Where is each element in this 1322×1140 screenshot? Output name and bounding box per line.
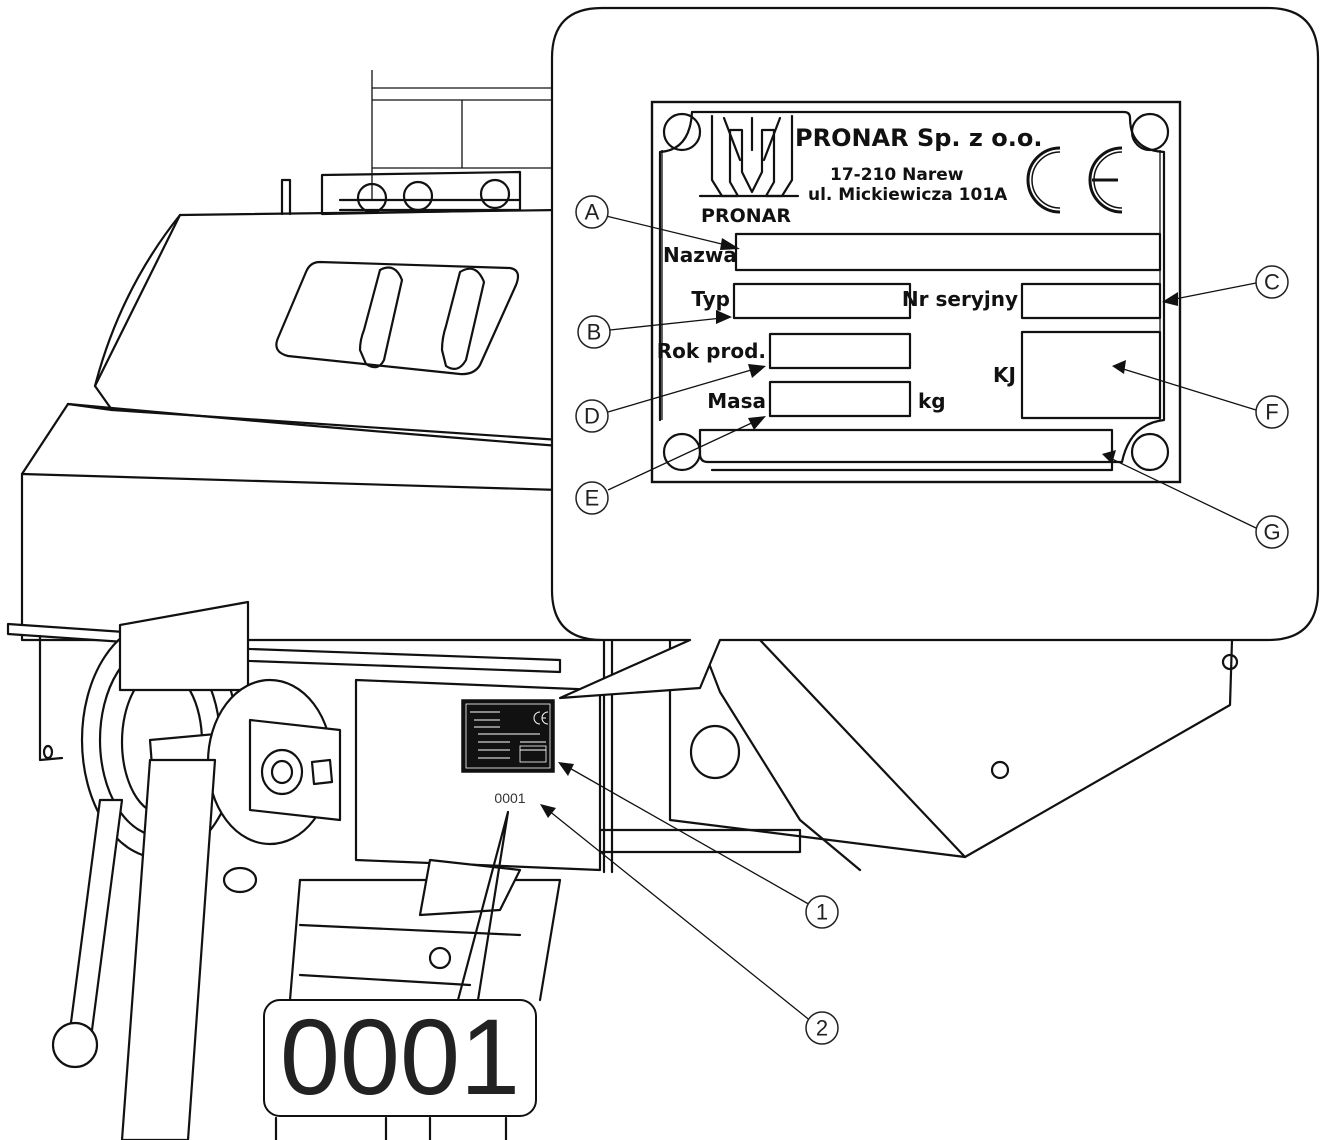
field-label-year: Rok prod.: [657, 339, 766, 363]
callout-marker-g: G: [1255, 515, 1289, 549]
svg-text:E: E: [585, 486, 600, 511]
callout-marker-b: B: [577, 315, 611, 349]
name-field-box: [734, 232, 1162, 272]
field-label-type: Typ: [691, 287, 730, 311]
machine-drawing: [6, 70, 1239, 1140]
leader-lines: [540, 215, 1257, 1023]
nameplate-enlarged: PRONAR PRONAR Sp. z o.o. 17-210 Narew ul…: [650, 100, 1182, 484]
logo-text: PRONAR: [701, 205, 791, 227]
company-street: ul. Mickiewicza 101A: [808, 185, 1008, 205]
svg-text:D: D: [584, 404, 600, 429]
callout-marker-a: A: [575, 195, 609, 229]
callout-marker-f: F: [1255, 395, 1289, 429]
serial-number-large: 0001: [280, 996, 520, 1117]
svg-text:B: B: [587, 320, 602, 345]
callout-marker-2: 2: [805, 1011, 839, 1045]
company-postcode: 17-210 Narew: [830, 165, 964, 185]
serial-sticker-enlarged: 0001: [263, 810, 537, 1117]
svg-text:1: 1: [816, 900, 828, 925]
serial-number-small: 0001: [494, 790, 525, 806]
svg-text:2: 2: [816, 1016, 828, 1041]
field-label-serial: Nr seryjny: [902, 287, 1018, 311]
mounting-hole-icon: [1130, 112, 1170, 152]
callout-marker-e: E: [575, 481, 609, 515]
svg-text:F: F: [1265, 400, 1278, 425]
serial-field-box: [1020, 282, 1162, 320]
callout-marker-c: C: [1255, 265, 1289, 299]
year-field-box: [768, 332, 912, 370]
callout-marker-d: D: [575, 399, 609, 433]
mounting-hole-icon: [1130, 432, 1170, 472]
mounting-hole-icon: [662, 112, 702, 152]
nameplate-small: [461, 699, 555, 773]
field-label-mass: Masa: [707, 389, 766, 413]
svg-text:G: G: [1263, 520, 1280, 545]
mass-unit: kg: [918, 389, 946, 413]
qc-field-box: [1020, 330, 1162, 420]
callout-marker-1: 1: [805, 895, 839, 929]
ce-mark-icon: [1026, 146, 1123, 214]
field-label-qc: KJ: [993, 363, 1016, 387]
company-name: PRONAR Sp. z o.o.: [795, 124, 1042, 152]
pronar-logo-icon: [698, 114, 800, 198]
svg-text:A: A: [585, 200, 600, 225]
mass-field-box: [768, 380, 912, 418]
mounting-hole-icon: [662, 432, 702, 472]
type-field-box: [732, 282, 912, 320]
callout-markers: A B C D E F G 1: [575, 195, 1289, 1045]
svg-text:C: C: [1264, 270, 1280, 295]
